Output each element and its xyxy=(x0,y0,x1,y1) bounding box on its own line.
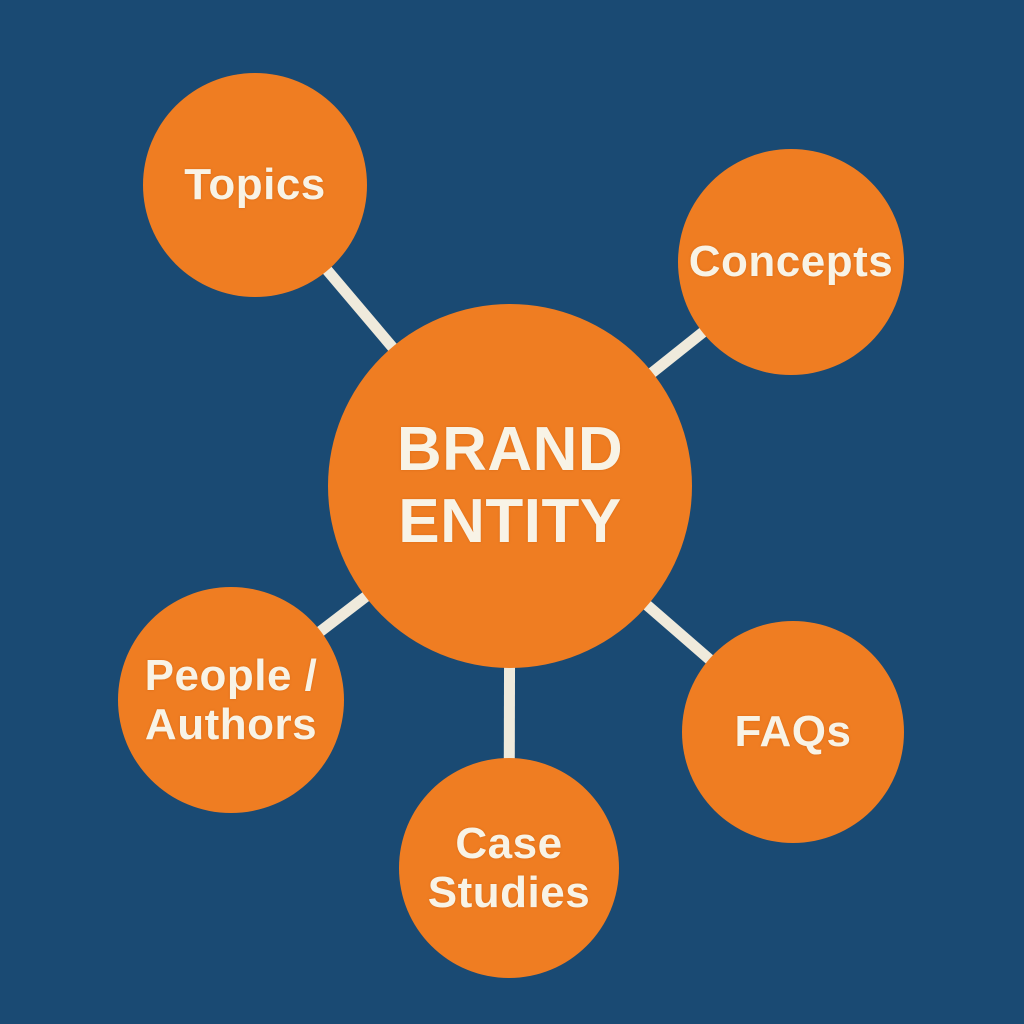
node-topics: Topics xyxy=(143,73,367,297)
node-case-studies-label: Case Studies xyxy=(427,818,591,917)
center-node-label: BRAND ENTITY xyxy=(396,415,624,556)
node-topics-label: Topics xyxy=(184,160,326,210)
node-people-authors: People / Authors xyxy=(118,587,344,813)
node-faqs-label: FAQs xyxy=(734,707,852,757)
node-case-studies: Case Studies xyxy=(399,758,619,978)
node-people-authors-label: People / Authors xyxy=(144,650,318,749)
node-faqs: FAQs xyxy=(682,621,904,843)
center-node-brand-entity: BRAND ENTITY xyxy=(328,304,692,668)
node-concepts: Concepts xyxy=(678,149,904,375)
node-concepts-label: Concepts xyxy=(688,237,894,287)
